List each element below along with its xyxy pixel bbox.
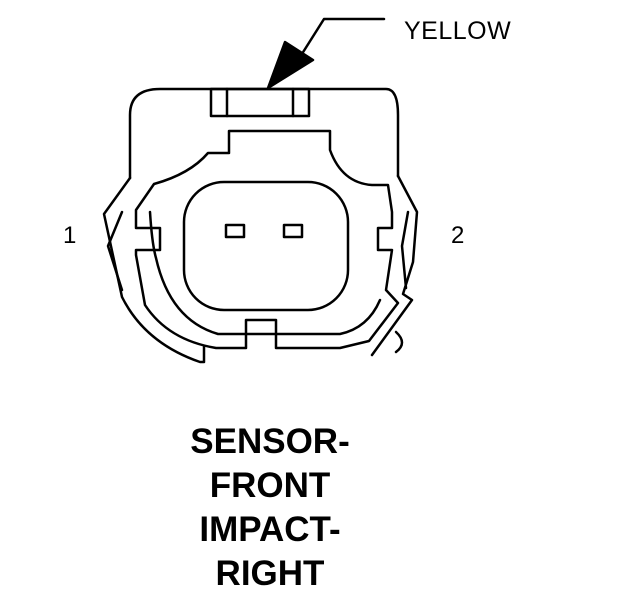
color-leader-arrow	[266, 17, 386, 90]
title-line: SENSOR-	[190, 422, 350, 461]
connector-side-ribs	[106, 210, 410, 292]
connector-housing	[102, 87, 419, 364]
terminal-cavity	[182, 180, 350, 312]
pin-2-label: 2	[451, 222, 465, 249]
pin-1-label: 1	[63, 222, 77, 249]
connector-title: SENSOR- FRONT IMPACT- RIGHT	[120, 420, 420, 596]
title-line: RIGHT	[215, 554, 325, 593]
title-line: FRONT	[209, 466, 331, 505]
connector-inner-wall	[134, 129, 400, 350]
terminal-pin-2	[282, 223, 304, 239]
wire-color-label: YELLOW	[404, 17, 512, 45]
terminal-pin-1	[224, 223, 246, 239]
title-line: IMPACT-	[199, 510, 341, 549]
